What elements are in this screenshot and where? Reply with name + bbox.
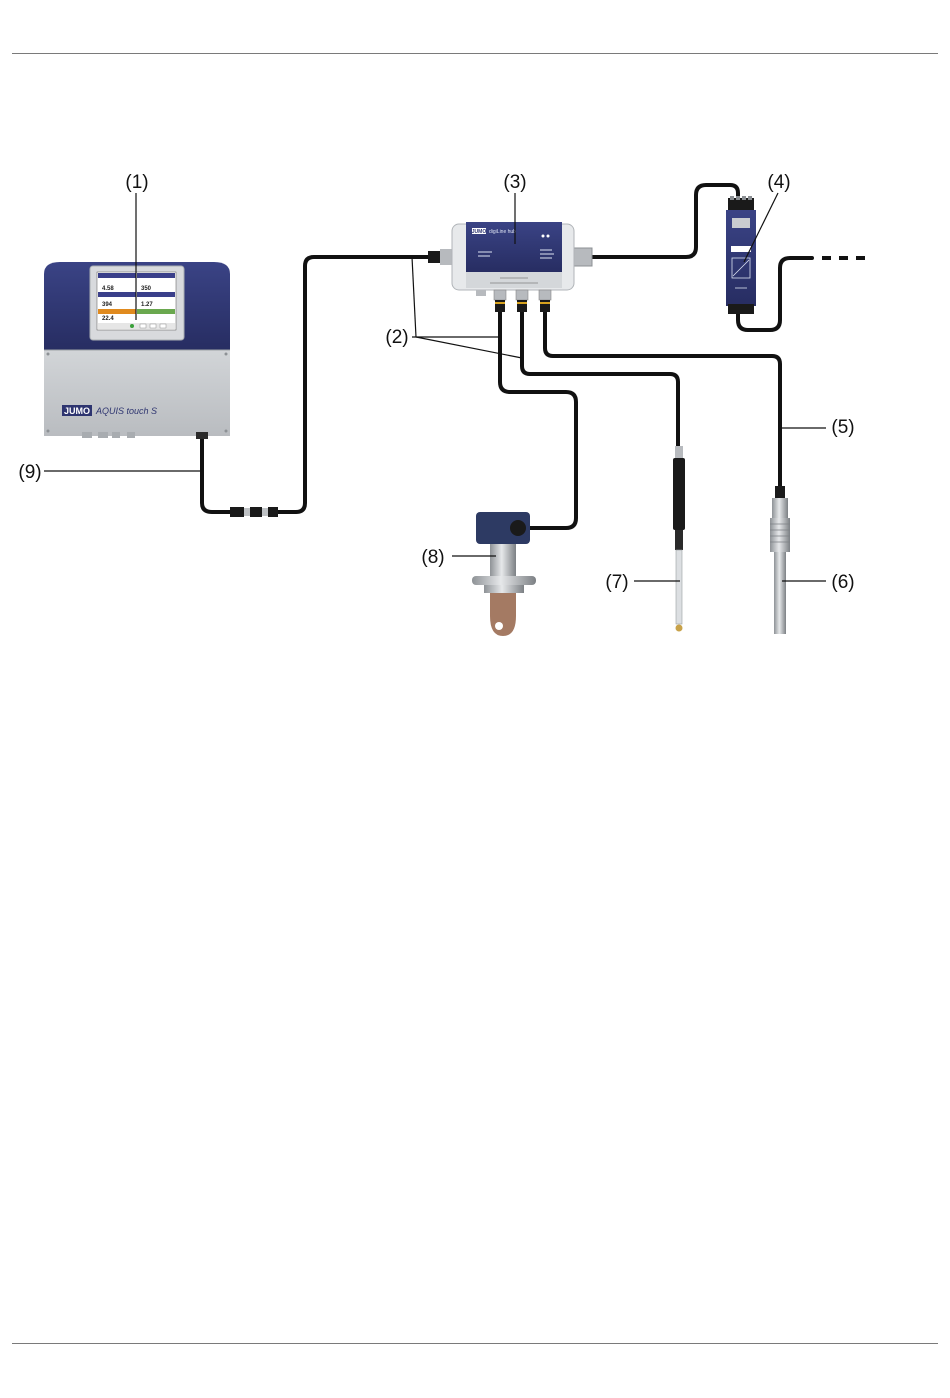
svg-text:JUMO: JUMO xyxy=(64,406,90,416)
sensor-7-ph-electrode xyxy=(673,446,685,632)
svg-text:22.4: 22.4 xyxy=(102,316,114,322)
svg-text:JUMO: JUMO xyxy=(472,229,487,235)
device-model: AQUIS touch S xyxy=(95,406,157,416)
callout-7: (7) xyxy=(605,572,628,593)
sensor-6-conductivity-probe xyxy=(770,486,790,634)
power-supply-module xyxy=(726,196,756,314)
system-diagram: 4.58 350 394 1.27 22.4 JUMO AQUIS touch … xyxy=(0,0,950,660)
digiline-hub: JUMO digiLine hub xyxy=(428,222,592,312)
callout-8: (8) xyxy=(421,547,444,568)
svg-text:1.27: 1.27 xyxy=(141,302,153,308)
leader-2c xyxy=(416,337,522,358)
callout-2: (2) xyxy=(385,327,408,348)
cable-hub-to-sensor-8 xyxy=(500,312,576,528)
callout-6: (6) xyxy=(831,572,854,593)
leader-2b xyxy=(412,257,416,337)
svg-text:digiLine hub: digiLine hub xyxy=(489,229,516,235)
svg-text:394: 394 xyxy=(102,302,113,308)
callout-1: (1) xyxy=(125,172,148,193)
aquis-touch-device: 4.58 350 394 1.27 22.4 JUMO AQUIS touch … xyxy=(44,262,230,439)
cable-device-to-hub xyxy=(202,438,232,512)
svg-text:4.58: 4.58 xyxy=(102,286,114,292)
cable-hub-to-power xyxy=(592,185,738,257)
device-logo: JUMO xyxy=(62,405,92,416)
cable-coupler-to-hub xyxy=(275,257,428,512)
callout-9: (9) xyxy=(18,462,41,483)
cable-hub-to-sensor-6 xyxy=(545,312,780,488)
bottom-rule xyxy=(12,1343,938,1344)
svg-text:350: 350 xyxy=(141,286,152,292)
cable-coupler xyxy=(230,507,278,517)
callout-3: (3) xyxy=(503,172,526,193)
callout-5: (5) xyxy=(831,417,854,438)
callout-4: (4) xyxy=(767,172,790,193)
sensor-8-flange xyxy=(472,512,536,636)
